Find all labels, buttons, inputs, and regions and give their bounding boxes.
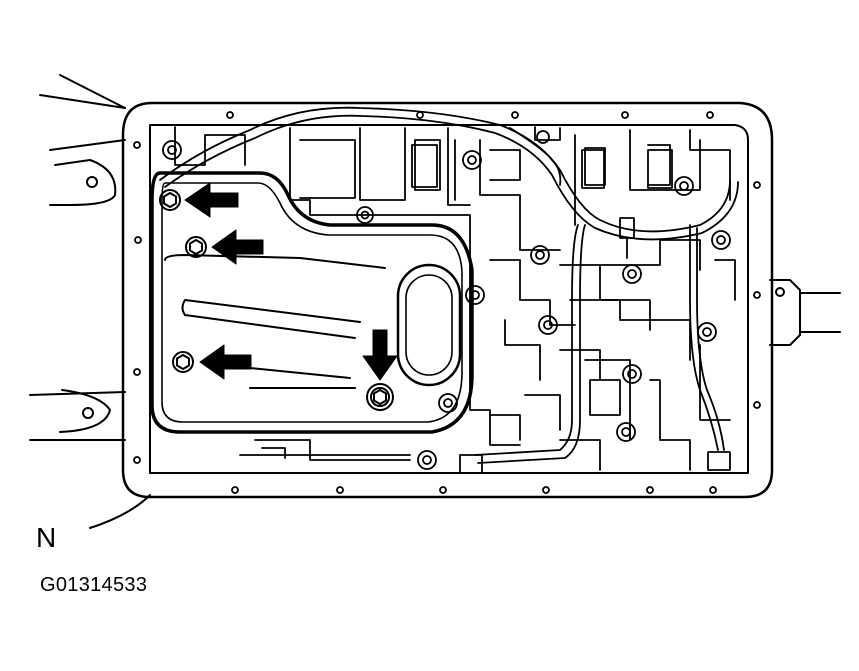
removal-arrows [184,182,398,381]
case-edge-lines [29,74,841,529]
wire-harness [159,106,739,474]
arrow-icon [211,229,264,265]
case-hole [82,407,94,419]
flange-holes [133,111,761,494]
arrow-icon [184,182,239,218]
oil-strainer [150,171,474,434]
valve-body-bolts [162,130,731,470]
pan-flange-inner [149,124,749,474]
strainer-bolt [185,236,207,258]
strainer-bolt [172,351,194,373]
case-hole [775,287,785,297]
case-hole [86,176,98,188]
valve-body-structure [174,126,736,471]
arrow-icon [362,329,398,381]
strainer-bolt [366,383,394,411]
figure-id-label: G01314533 [40,574,148,596]
direction-callout-label: N [36,522,57,553]
strainer-bolt [159,189,181,211]
pan-flange-outer [121,101,774,499]
arrow-icon [199,344,252,380]
